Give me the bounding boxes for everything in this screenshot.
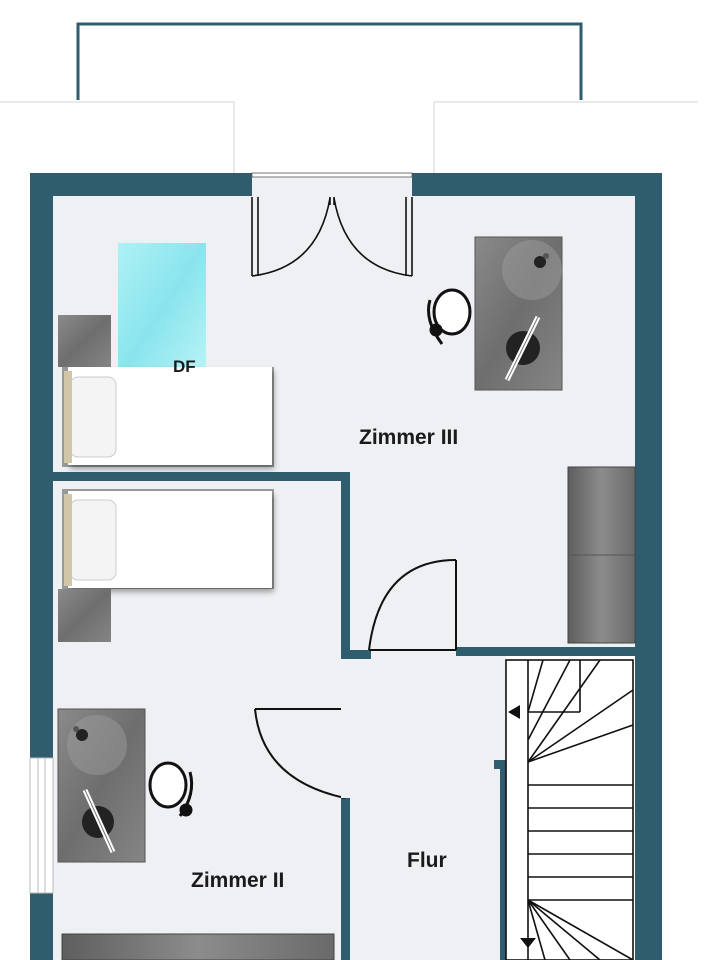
door-swing-icon <box>254 708 346 799</box>
wardrobe-icon <box>61 933 335 960</box>
staircase-icon <box>505 659 634 960</box>
wardrobe-icon <box>567 466 636 644</box>
balcony <box>76 22 583 100</box>
desk-icon <box>57 708 146 863</box>
balcony-door-icon <box>251 197 413 277</box>
room-label-flur: Flur <box>407 849 447 872</box>
desk-icon <box>474 236 563 391</box>
window-icon <box>29 757 54 894</box>
skylight-label: DF <box>173 357 196 376</box>
bed-icon <box>58 315 274 467</box>
office-chair-icon <box>427 288 472 345</box>
room-label-zimmer-3: Zimmer III <box>359 426 459 449</box>
room-label-zimmer-2: Zimmer II <box>191 869 285 892</box>
skylight-icon <box>118 243 206 379</box>
bed-icon <box>58 489 274 642</box>
stair-arrow-icon <box>508 705 536 948</box>
office-chair-icon <box>148 761 194 817</box>
door-swing-icon <box>368 559 457 651</box>
